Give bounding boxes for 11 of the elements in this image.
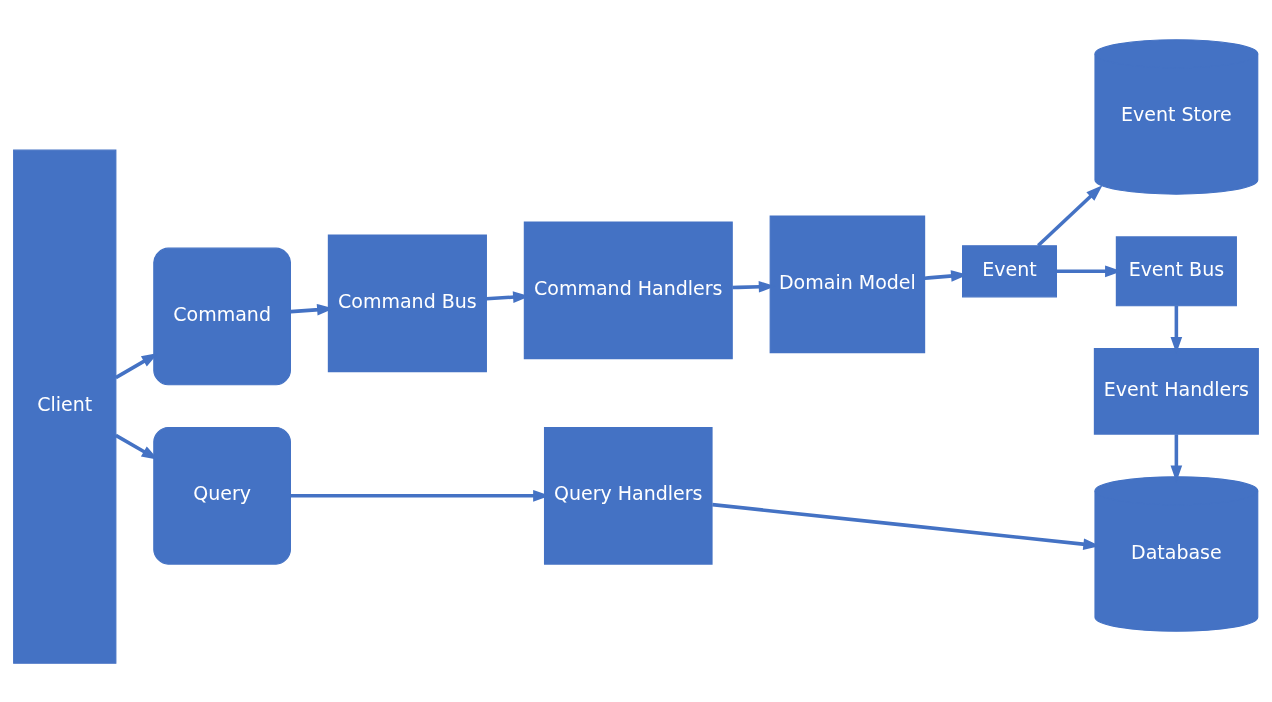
node-box: Command Handlers	[523, 220, 733, 359]
node-box: Event	[962, 244, 1057, 297]
node-box: Command	[153, 247, 291, 385]
node-box: Event Handlers	[1093, 347, 1259, 435]
node-box: Event Bus	[1115, 235, 1237, 306]
arrow	[1037, 184, 1103, 247]
node-box: Query Handlers	[543, 426, 713, 565]
node-box: Command Bus	[327, 234, 487, 372]
node-box: Query	[153, 426, 291, 565]
node-box: Domain Model	[769, 215, 926, 353]
node-box: Client	[13, 149, 117, 664]
